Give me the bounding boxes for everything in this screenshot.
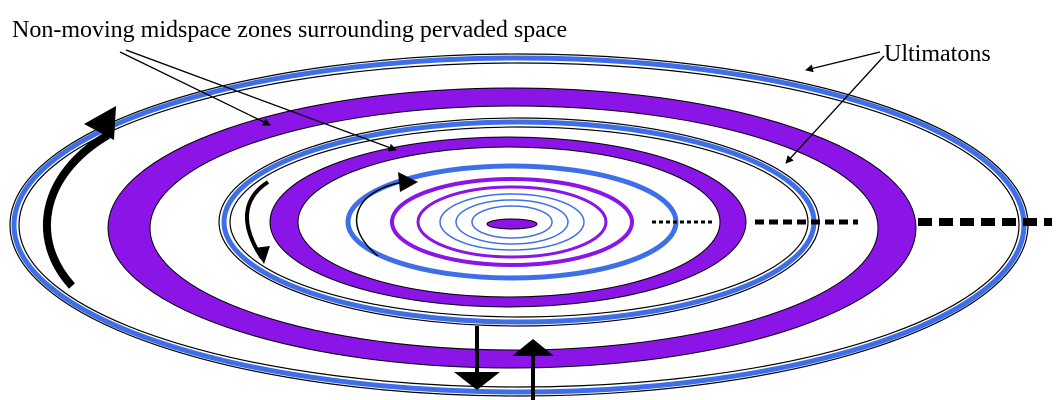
outer-rotation-arrow bbox=[42, 131, 111, 289]
outer-midspace-zone bbox=[107, 87, 917, 369]
outer-rotation-arrowhead bbox=[84, 106, 116, 140]
ultimatons-label: Ultimatons bbox=[884, 41, 991, 67]
pointer-lines bbox=[119, 49, 885, 164]
inner-rotation-arrow bbox=[355, 181, 405, 257]
midspace-label: Non-moving midspace zones surrounding pe… bbox=[12, 17, 567, 43]
down-arrowhead bbox=[454, 372, 500, 390]
middle-rotation-arrowhead bbox=[254, 246, 270, 264]
up-arrowhead bbox=[512, 339, 554, 356]
pervaded-space-rings bbox=[345, 163, 679, 281]
inner-midspace-zone bbox=[269, 136, 747, 308]
circulation-arrows bbox=[42, 106, 554, 400]
inner-rotation-arrowhead bbox=[398, 172, 418, 192]
